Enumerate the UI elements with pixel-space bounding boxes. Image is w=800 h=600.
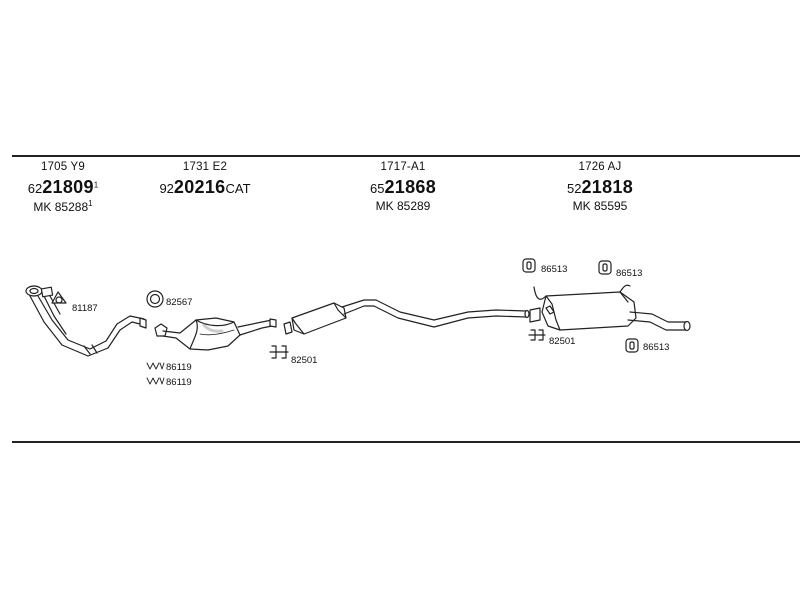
- part-sup: 1: [93, 180, 99, 190]
- header-rear-silencer: 1726 AJ 5221818 MK 85595: [555, 161, 645, 212]
- label-clamp-middle: 82501: [291, 355, 318, 366]
- mk-number: MK 85289: [358, 200, 448, 212]
- mk-text: MK 85595: [572, 198, 628, 213]
- part-number: 6521868: [358, 178, 448, 196]
- catalytic-converter: [154, 317, 277, 351]
- part-main: 20216: [173, 176, 226, 197]
- label-gasket-front: 81187: [72, 303, 98, 314]
- gasket-cat-part: [146, 290, 164, 308]
- gasket-front-part: [51, 291, 67, 304]
- bottom-divider: [12, 441, 800, 443]
- rear-silencer: [529, 284, 691, 332]
- part-code: 1717-A1: [380, 161, 426, 173]
- header-front-pipe: 1705 Y9 62218091 MK 852881: [18, 161, 108, 214]
- label-hanger-b: 86513: [616, 268, 643, 279]
- header-middle-silencer: 1717-A1 6521868 MK 85289: [358, 161, 448, 212]
- clamp-rear-part: [528, 329, 546, 341]
- part-suffix: CAT: [225, 180, 251, 196]
- top-divider: [12, 155, 800, 157]
- hangers: [522, 258, 639, 353]
- part-number: 5221818: [555, 178, 645, 196]
- part-main: 21868: [384, 176, 437, 197]
- part-main: 21809: [42, 176, 94, 197]
- clamp-middle-part: [269, 345, 289, 359]
- label-bolt-a: 86119: [166, 362, 192, 373]
- middle-silencer: [283, 299, 530, 335]
- part-code: 1726 AJ: [578, 161, 622, 173]
- mk-sup: 1: [88, 198, 93, 208]
- front-pipe: [25, 285, 147, 357]
- part-prefix: 52: [566, 180, 582, 196]
- mk-number: MK 85595: [555, 200, 645, 212]
- part-prefix: 92: [159, 180, 174, 196]
- part-prefix: 65: [369, 180, 385, 196]
- label-gasket-cat: 82567: [166, 297, 193, 308]
- mk-text: MK 85289: [375, 198, 431, 213]
- part-number: 9220216CAT: [150, 178, 260, 196]
- bolts: [146, 362, 165, 385]
- label-hanger-c: 86513: [643, 342, 670, 353]
- part-number: 62218091: [18, 178, 108, 196]
- label-bolt-b: 86119: [166, 377, 192, 388]
- mk-number: MK 852881: [18, 198, 108, 214]
- part-code: 1705 Y9: [40, 161, 86, 173]
- label-clamp-rear: 82501: [549, 336, 576, 347]
- part-main: 21818: [581, 176, 634, 197]
- part-code: 1731 E2: [182, 161, 228, 173]
- part-prefix: 62: [27, 180, 43, 196]
- header-catalyst: 1731 E2 9220216CAT: [150, 161, 260, 196]
- mk-text: MK 85288: [33, 199, 89, 214]
- label-hanger-a: 86513: [541, 264, 568, 275]
